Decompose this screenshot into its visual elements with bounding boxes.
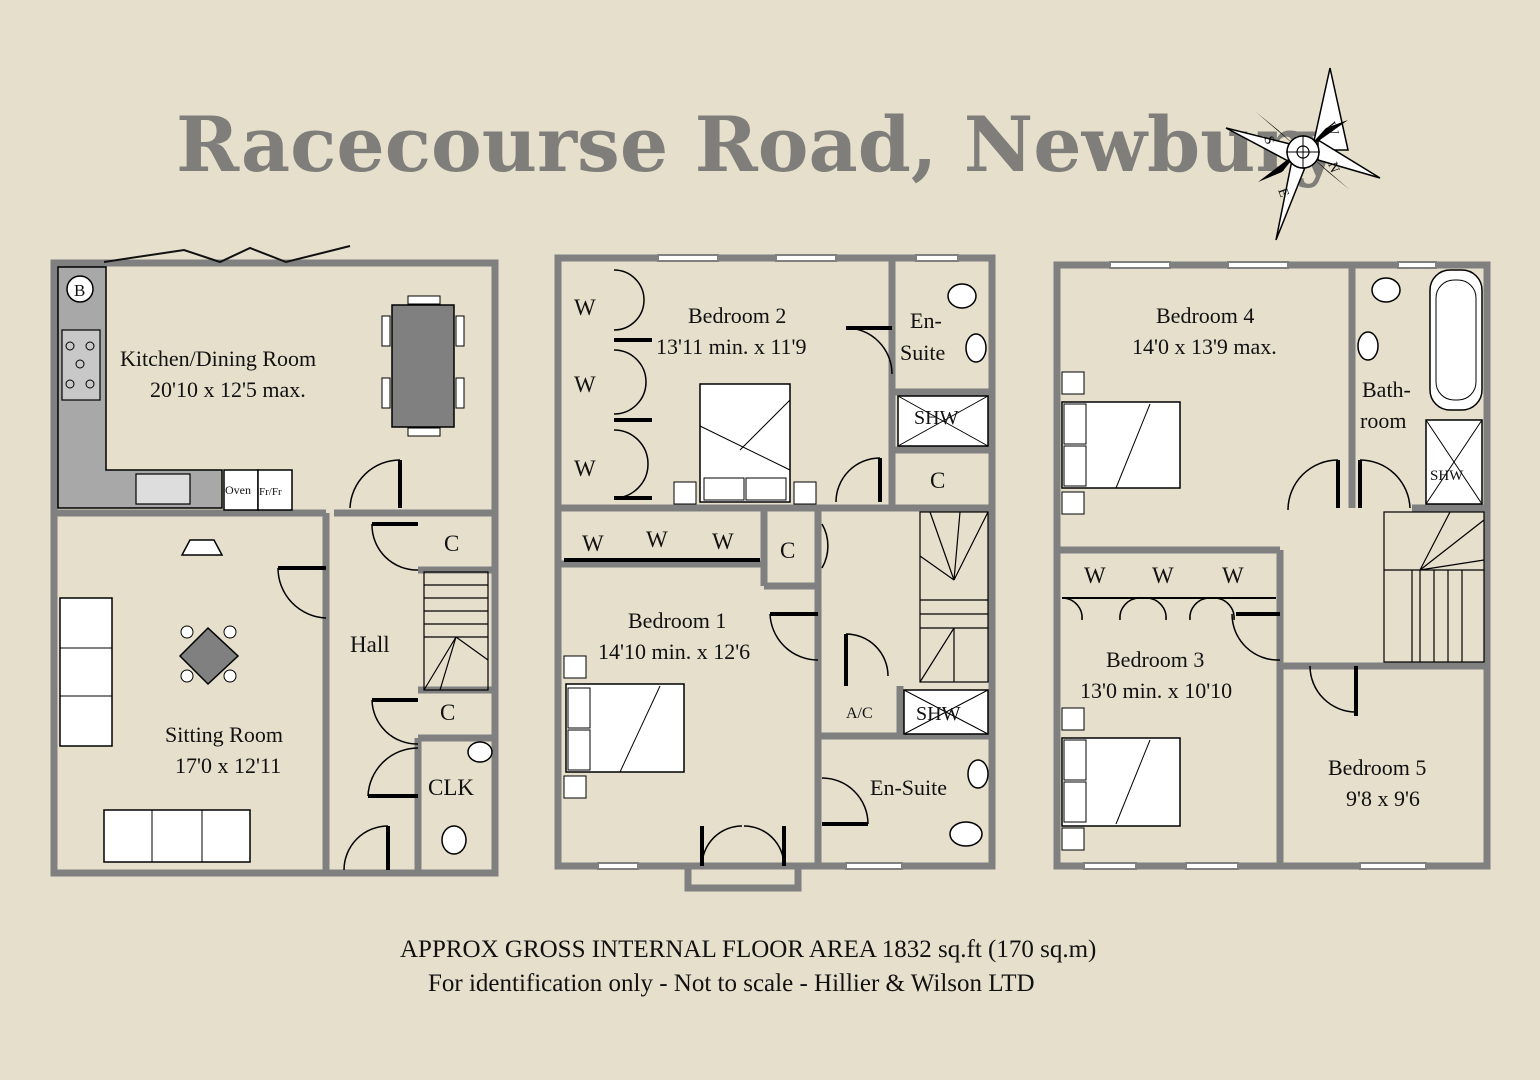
cupboard-label: C (440, 700, 455, 725)
sofa-icon (59, 597, 113, 747)
shower-label: SHW (914, 407, 959, 429)
coffee-table-icon (178, 626, 240, 686)
bed2-size: 13'11 min. x 11'9 (656, 334, 807, 359)
fireplace-icon (180, 539, 224, 556)
wardrobe-label: W (712, 529, 734, 554)
shower-label: SHW (916, 703, 961, 725)
wardrobe-label: W (1222, 563, 1244, 588)
basin-icon (965, 333, 987, 363)
toilet-icon (441, 825, 467, 855)
disclaimer-note: For identification only - Not to scale -… (428, 970, 1035, 997)
ensuite-label: En-Suite (870, 775, 947, 800)
bed3-name: Bedroom 3 (1106, 647, 1204, 672)
basin-icon (967, 759, 989, 789)
compass-w: W (1322, 120, 1341, 138)
clk-label: CLK (428, 775, 474, 800)
cupboard-label: C (444, 531, 459, 556)
kitchen-name: Kitchen/Dining Room (120, 346, 316, 371)
bathroom-label: Bath- (1362, 377, 1411, 402)
wardrobe-label: W (1152, 563, 1174, 588)
toilet-icon (1371, 277, 1401, 303)
basin-icon (467, 741, 493, 763)
cupboard-label: C (930, 468, 945, 493)
sitting-name: Sitting Room (165, 722, 283, 747)
page-title: Racecourse Road, Newbury (176, 100, 1340, 189)
wardrobe-label: W (574, 372, 596, 397)
hob-icon (61, 329, 101, 401)
bed2-name: Bedroom 2 (688, 303, 786, 328)
toilet-icon (949, 821, 983, 847)
floor-area-note: APPROX GROSS INTERNAL FLOOR AREA 1832 sq… (400, 936, 1097, 963)
wardrobe-label: W (1084, 563, 1106, 588)
stairs-icon (423, 571, 489, 691)
compass-icon: W E S N (1225, 67, 1381, 241)
bed4-name: Bedroom 4 (1156, 303, 1254, 328)
sink-icon (135, 473, 191, 505)
bed1-size: 14'10 min. x 12'6 (598, 639, 750, 664)
ground-floor-details: B Oven Fr/Fr (57, 245, 493, 871)
bed5-size: 9'8 x 9'6 (1346, 786, 1420, 811)
fridge-label: Fr/Fr (259, 486, 282, 498)
cupboard-label: C (780, 538, 795, 563)
oven-label: Oven (225, 483, 251, 497)
bathroom-label: room (1360, 408, 1406, 433)
wardrobe-label: W (582, 531, 604, 556)
boiler-label: B (74, 281, 85, 300)
wardrobe-label: W (574, 456, 596, 481)
wardrobe-label: W (646, 527, 668, 552)
ground-floor (50, 259, 499, 877)
wardrobe-label: W (574, 295, 596, 320)
bed3-size: 13'0 min. x 10'10 (1080, 678, 1232, 703)
bed1-name: Bedroom 1 (628, 608, 726, 633)
stairs-icon (1383, 511, 1485, 663)
shower-label: SHW (1430, 468, 1464, 484)
toilet-icon (947, 283, 977, 309)
kitchen-size: 20'10 x 12'5 max. (150, 377, 306, 402)
ensuite-label: En- (910, 308, 942, 333)
first-floor-details: W W W W W W Bedroom 2 13'11 min. x 11'9 … (563, 254, 989, 870)
compass-n: N (1324, 160, 1342, 175)
second-floor-details: Bedroom 4 14'0 x 13'9 max. Bath- room SH… (1061, 261, 1485, 870)
hall-label: Hall (350, 632, 390, 657)
stairs-icon (919, 511, 989, 683)
ensuite-label: Suite (900, 340, 945, 365)
basin-icon (1357, 331, 1379, 361)
bath-icon (1429, 269, 1483, 411)
fridge-icon (257, 469, 293, 511)
boiler-icon (66, 275, 94, 303)
dining-table-icon (391, 304, 455, 428)
sofa-icon (103, 809, 251, 863)
ac-label: A/C (846, 705, 873, 722)
sitting-size: 17'0 x 12'11 (175, 753, 281, 778)
first-floor (554, 254, 996, 892)
bed5-name: Bedroom 5 (1328, 755, 1426, 780)
bed4-size: 14'0 x 13'9 max. (1132, 334, 1277, 359)
